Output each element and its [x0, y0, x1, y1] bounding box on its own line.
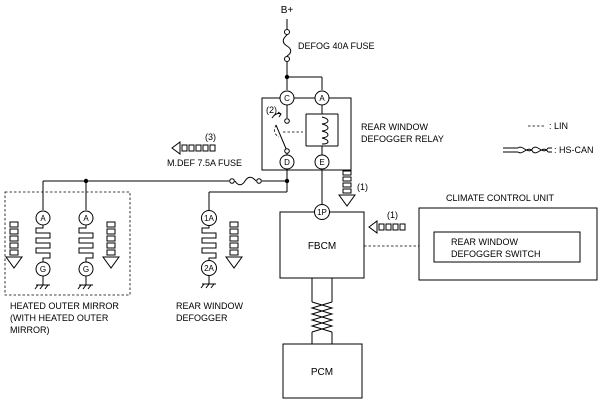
defogger-heater-symbol: [201, 225, 217, 261]
relay-label-line1: REAR WINDOW: [361, 122, 429, 132]
fbcm-pin-1p: [314, 204, 330, 220]
step-3-arrow: [171, 141, 216, 155]
relay-coil-symbol: [321, 116, 329, 145]
mirror-right-heater-symbol: [78, 225, 94, 262]
mirror-right-pin-g-label: G: [83, 265, 89, 274]
fbcm-pin-1p-label: 1P: [317, 208, 327, 217]
relay-switch-blade: [275, 124, 288, 152]
legend-hs-can-symbol: [503, 146, 552, 154]
relay-pin-c-label: C: [284, 94, 290, 103]
heated-outer-mirror-box: [4, 191, 131, 296]
rear-window-defogger-switch: [433, 231, 581, 263]
defogger-pin-1a-label: 1A: [204, 214, 214, 223]
pcm-module: [282, 343, 363, 399]
rear-window-defogger-relay: [261, 97, 352, 171]
pcm-label: PCM: [311, 367, 333, 378]
relay-label-line2: DEFOGGER RELAY: [361, 134, 444, 144]
step-1-relay-arrow: [338, 170, 356, 207]
defog-fuse-label: DEFOG 40A FUSE: [298, 41, 375, 51]
mdef-fuse-symbol: [234, 176, 257, 186]
mirror-right-flow-arrow: [102, 221, 120, 269]
step-1-label: (1): [357, 182, 368, 192]
mirror-left-pin-a-label: A: [40, 214, 46, 223]
relay-pin-d-label: D: [284, 158, 290, 167]
mirror-right-ground-icon: [77, 276, 93, 290]
climate-unit-label: CLIMATE CONTROL UNIT: [446, 193, 555, 203]
legend-lin-label: : LIN: [549, 121, 568, 131]
fbcm-label: FBCM: [308, 241, 336, 252]
switch-label-line2: DEFOGGER SWITCH: [451, 249, 541, 259]
step-3-label: (3): [205, 132, 216, 142]
legend-hs-can-label: : HS-CAN: [554, 145, 594, 155]
step-1b-label: (1): [387, 210, 398, 220]
mirror-label-line1: HEATED OUTER MIRROR: [10, 301, 119, 311]
defogger-label-line1: REAR WINDOW: [176, 301, 244, 311]
defog-fuse-symbol: [282, 34, 292, 57]
defogger-label-line2: DEFOGGER: [176, 313, 228, 323]
relay-step-arrow: [271, 111, 282, 119]
mirror-left-flow-arrow: [5, 221, 23, 269]
step-1-climate-arrow: [368, 220, 406, 234]
defogger-pin-2a-label: 2A: [204, 264, 214, 273]
mirror-right-pin-a-label: A: [83, 214, 89, 223]
relay-pin-a-label: A: [319, 94, 325, 103]
mdef-fuse-label: M.DEF 7.5A FUSE: [167, 158, 242, 168]
hs-can-twisted-pair: [310, 278, 334, 344]
mirror-left-pin-g-label: G: [40, 265, 46, 274]
step-2-label: (2): [266, 105, 277, 115]
switch-label-line1: REAR WINDOW: [451, 237, 519, 247]
mirror-left-heater-symbol: [35, 225, 51, 262]
mirror-label-line3: MIRROR): [10, 325, 50, 335]
defogger-ground-icon: [200, 275, 216, 289]
relay-pin-e-label: E: [319, 158, 324, 167]
battery-label: B+: [281, 5, 294, 16]
defogger-flow-arrow: [225, 221, 243, 269]
mirror-left-ground-icon: [34, 276, 50, 290]
mirror-label-line2: (WITH HEATED OUTER: [10, 313, 109, 323]
